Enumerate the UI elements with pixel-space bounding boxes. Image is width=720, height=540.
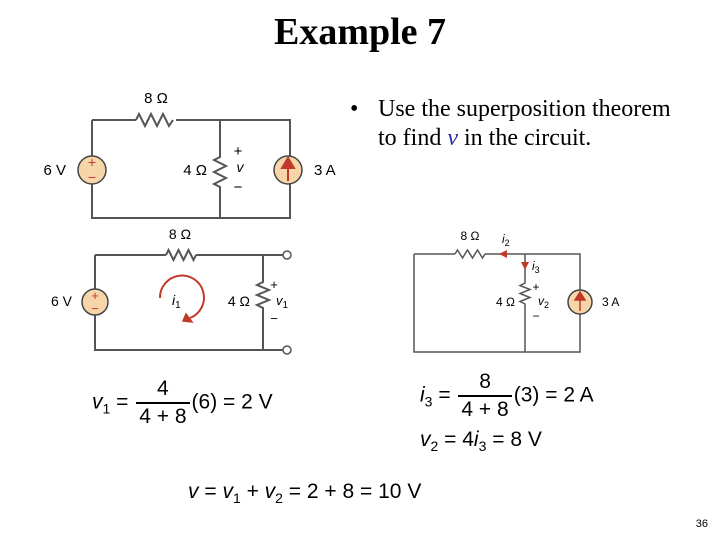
sub2-is-label: 3 A bbox=[602, 295, 619, 309]
sub2-r-top-label: 8 Ω bbox=[461, 229, 480, 243]
equation-v-total: v = v1 + v2 = 2 + 8 = 10 V bbox=[188, 480, 422, 507]
sub2-i3-label: i3 bbox=[532, 259, 540, 275]
bullet-text-before: Use the superposition theorem to find bbox=[378, 96, 671, 151]
sub1-var-plus: + bbox=[270, 277, 278, 292]
main-r-mid-label: 4 Ω bbox=[183, 162, 207, 179]
i2-arrow bbox=[499, 250, 507, 258]
sub1-var-label: v1 bbox=[276, 293, 289, 311]
main-vs-minus: − bbox=[88, 169, 96, 185]
subcircuit-1-diagram: + − 8 Ω 4 Ω 6 V i1 + v1 − bbox=[51, 226, 292, 355]
bullet-text: Use the superposition theorem to find v … bbox=[378, 95, 690, 153]
main-vs-plus: + bbox=[88, 154, 96, 170]
terminal-top bbox=[282, 250, 292, 260]
bullet-point: • Use the superposition theorem to find … bbox=[350, 95, 690, 153]
sub1-loop-label: i1 bbox=[172, 292, 181, 311]
main-var-plus: + bbox=[234, 143, 243, 160]
sub2-var-plus: + bbox=[532, 280, 539, 294]
sub2-var-label: v2 bbox=[538, 294, 549, 310]
bullet-variable: v bbox=[447, 125, 458, 151]
sub2-i2-label: i2 bbox=[502, 232, 510, 248]
main-current-arrow bbox=[280, 156, 296, 181]
sub1-vs-plus: + bbox=[91, 288, 99, 303]
main-vs-label: 6 V bbox=[43, 162, 66, 179]
sub1-r-mid-label: 4 Ω bbox=[228, 293, 250, 309]
slide-title: Example 7 bbox=[273, 11, 447, 53]
sub1-voltage-source bbox=[81, 288, 109, 316]
sub1-var-minus: − bbox=[270, 311, 278, 326]
sub1-r-top-label: 8 Ω bbox=[169, 226, 191, 242]
page-number: 36 bbox=[695, 518, 708, 530]
bullet-text-after: in the circuit. bbox=[457, 125, 592, 151]
main-voltage-source bbox=[77, 155, 107, 185]
main-circuit-diagram: + − 8 Ω 4 Ω 6 V 3 A + v − bbox=[43, 90, 336, 219]
main-var-minus: − bbox=[234, 179, 243, 196]
bullet-dot: • bbox=[350, 96, 359, 122]
main-is-label: 3 A bbox=[314, 162, 336, 179]
sub2-var-minus: − bbox=[532, 309, 539, 323]
i3-arrow bbox=[521, 262, 529, 270]
terminal-bottom bbox=[282, 345, 292, 355]
subcircuit-2-diagram: 8 Ω 4 Ω 3 A i2 i3 + v2 − bbox=[413, 229, 619, 353]
loop-current-arrow bbox=[158, 274, 205, 319]
main-r-top-label: 8 Ω bbox=[144, 90, 168, 107]
sub2-r-mid-label: 4 Ω bbox=[496, 295, 515, 309]
sub1-vs-minus: − bbox=[91, 301, 99, 316]
sub1-vs-label: 6 V bbox=[51, 293, 73, 309]
equation-v2: v2 = 4i3 = 8 V bbox=[420, 428, 542, 455]
main-var-label: v bbox=[237, 159, 245, 175]
